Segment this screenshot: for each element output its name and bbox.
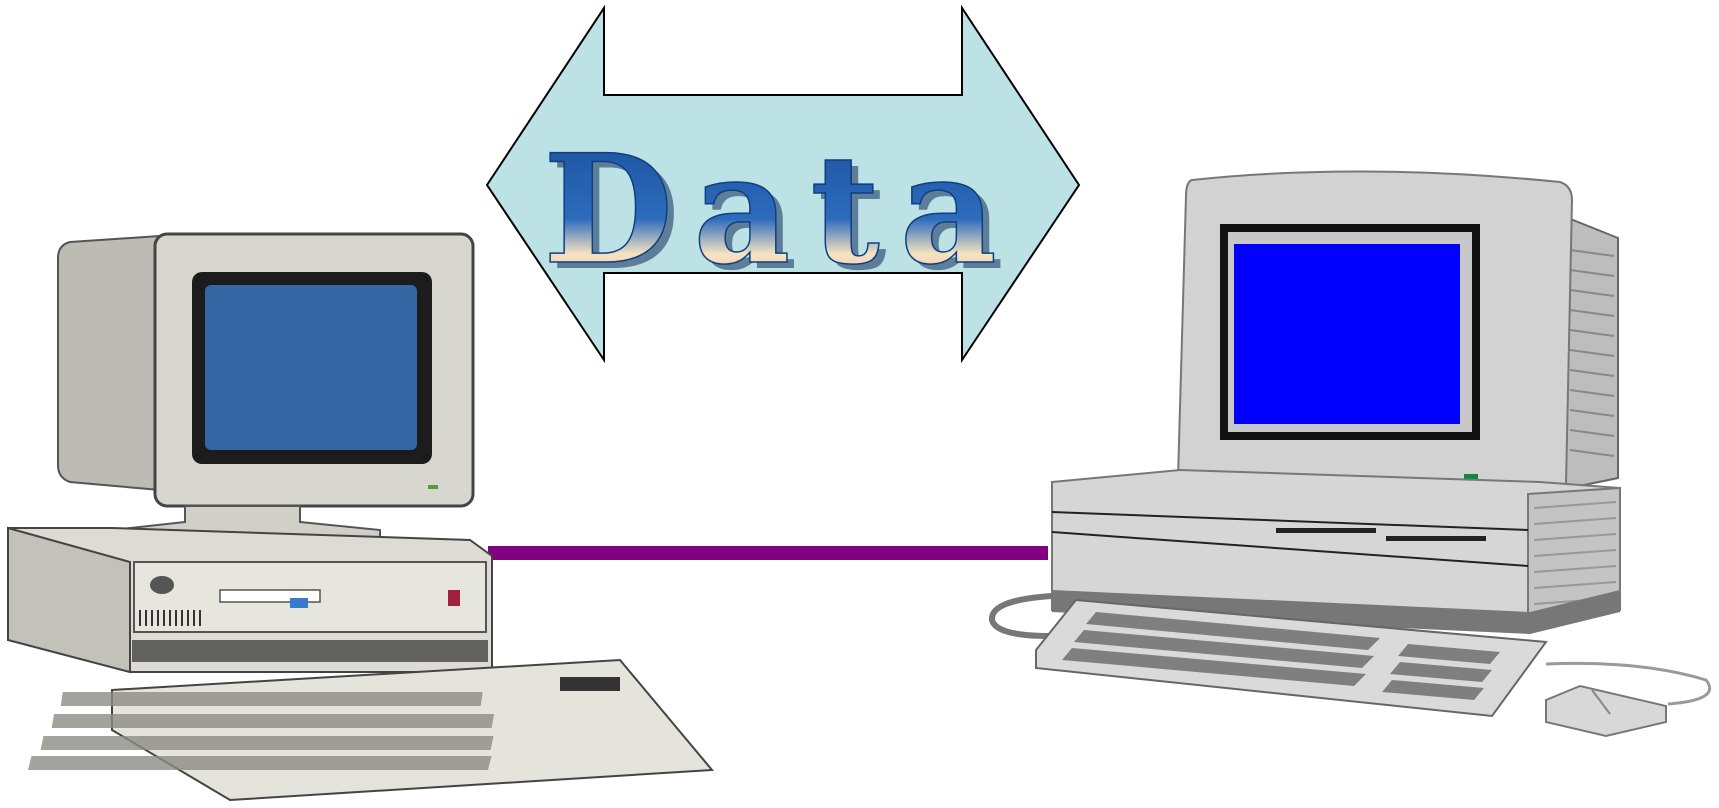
right-mouse-body — [1545, 684, 1667, 738]
left-keyboard — [111, 658, 715, 802]
right-drive-slot — [1276, 528, 1376, 533]
right-mouse-button-line — [1591, 689, 1611, 715]
left-floppy-disk-icon — [290, 598, 308, 608]
left-power-button — [448, 590, 460, 606]
left-keyboard-keys — [28, 677, 620, 770]
right-unit-seam-lower — [1051, 531, 1529, 567]
right-mouse-cable — [1545, 661, 1712, 706]
left-power-led — [428, 485, 438, 489]
right-computer — [989, 170, 1712, 738]
right-keyboard-keys — [1062, 612, 1500, 700]
arrow-label-shadow: Data — [550, 128, 1024, 304]
right-base-shadow — [1052, 590, 1620, 634]
arrow-label: Data — [543, 122, 1017, 298]
right-monitor-screen — [1234, 244, 1460, 424]
left-bottom-vent — [132, 640, 488, 662]
left-system-unit-side — [7, 526, 131, 674]
right-unit-seam — [1051, 511, 1529, 531]
left-monitor-back — [57, 234, 161, 492]
left-vent-grille — [139, 610, 201, 626]
right-system-unit-vents — [1533, 501, 1617, 605]
right-drive-slot-2 — [1386, 536, 1486, 541]
left-computer — [7, 232, 715, 802]
double-arrow: Data Data — [485, 4, 1081, 364]
right-power-led — [1464, 474, 1478, 479]
double-arrow-shape — [485, 4, 1081, 364]
right-mouse — [1545, 684, 1667, 738]
left-logo-badge — [150, 576, 174, 594]
left-monitor-screen — [205, 285, 417, 450]
right-keyboard-cable — [989, 593, 1053, 639]
right-monitor-vents — [1569, 249, 1615, 457]
